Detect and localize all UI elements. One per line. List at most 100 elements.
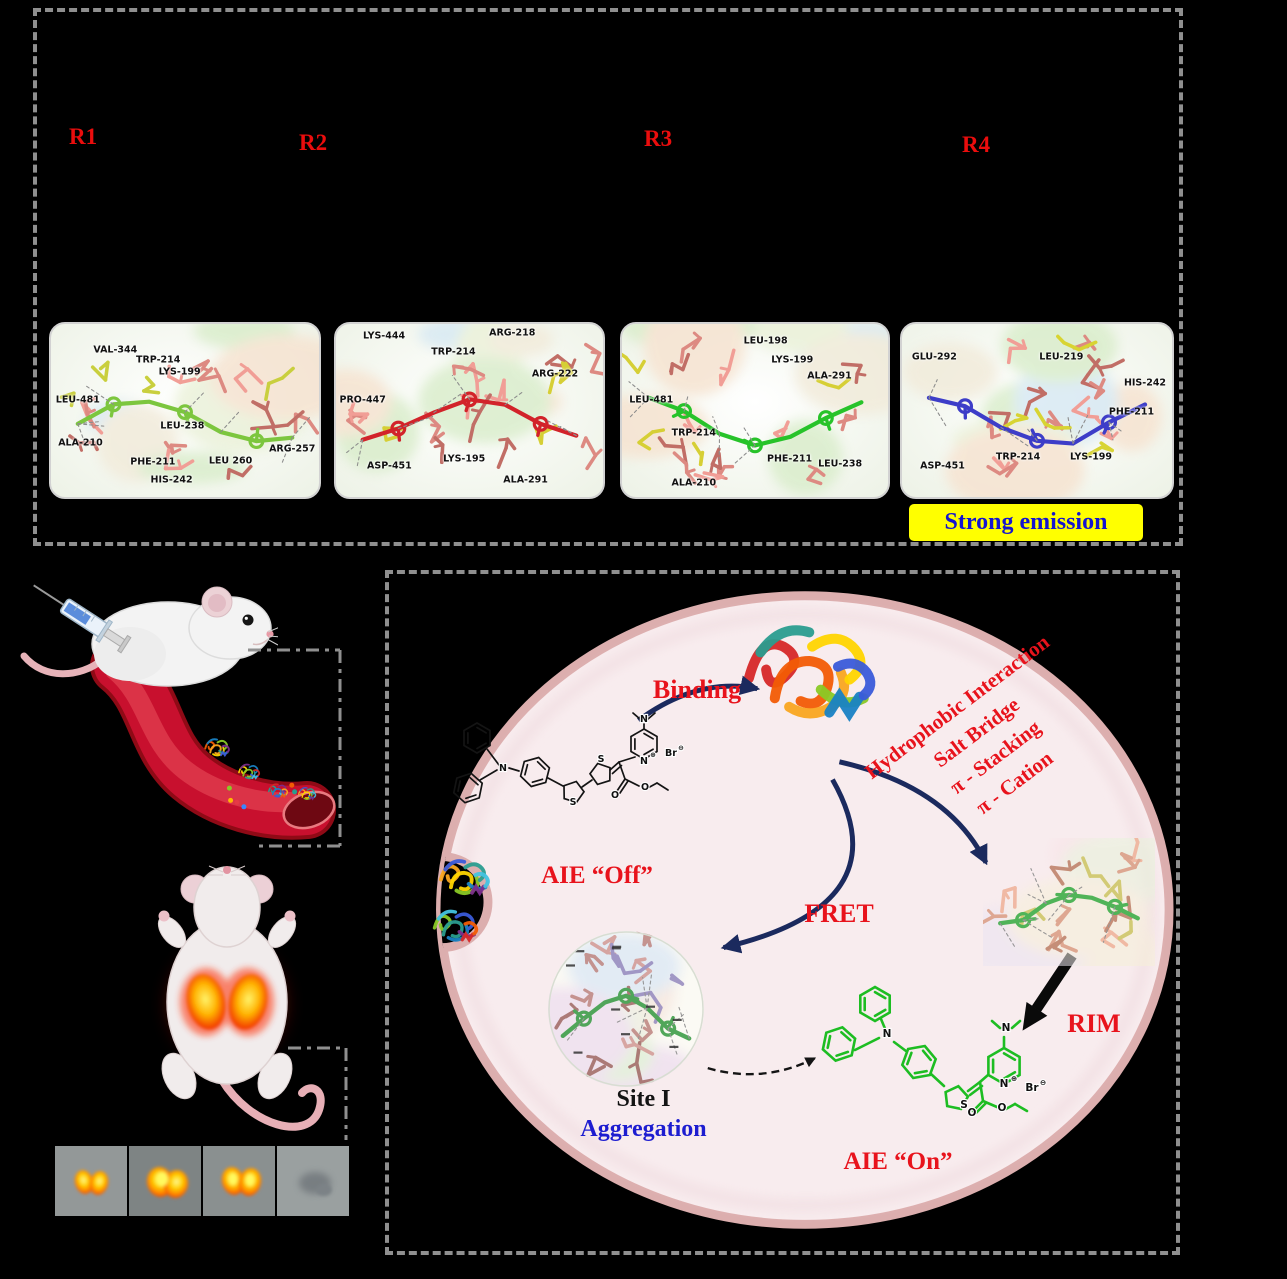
aie-on-label: AIE “On” xyxy=(843,1148,953,1175)
zoom-callout-lines xyxy=(248,648,342,848)
aggregation-label: Aggregation xyxy=(580,1116,707,1142)
residue-label: HIS-242 xyxy=(1123,377,1167,389)
svg-text:S: S xyxy=(570,797,577,808)
residue-label: ARG-257 xyxy=(269,442,316,454)
kidney-left xyxy=(186,974,226,1030)
svg-text:⊖: ⊖ xyxy=(1040,1078,1046,1087)
residue-label: LEU-238 xyxy=(818,458,863,470)
docking-render xyxy=(59,324,319,484)
residue-label: TRP-214 xyxy=(136,354,181,366)
residue-label: LYS-444 xyxy=(363,330,406,342)
probe-molecules xyxy=(204,738,317,810)
protein-ribbon-art xyxy=(432,625,876,943)
residue-label: LYS-199 xyxy=(158,366,201,378)
docking-render xyxy=(902,324,1162,497)
residue-label: TRP-214 xyxy=(671,427,716,439)
mouse-tail xyxy=(218,1076,325,1131)
r2-label: R2 xyxy=(299,130,328,155)
imaging-frame-3 xyxy=(203,1146,275,1216)
imaging-frame-4 xyxy=(277,1146,349,1216)
svg-text:⊕: ⊕ xyxy=(1011,1074,1017,1083)
mouse-nose xyxy=(223,866,231,874)
residue-label: LYS-195 xyxy=(443,453,486,465)
residue-label: ALA-210 xyxy=(671,477,717,489)
residue-label: ALA-291 xyxy=(807,370,852,382)
residue-label: TRP-214 xyxy=(431,345,476,357)
residue-label: PHE-211 xyxy=(130,456,176,468)
interaction-arrow xyxy=(838,759,989,866)
mouse-tail xyxy=(20,652,106,678)
svg-text:N: N xyxy=(640,714,648,725)
svg-text:O: O xyxy=(998,1102,1007,1114)
residue-label: PRO-447 xyxy=(339,394,386,406)
mouse-eye xyxy=(242,614,254,626)
dorsal-mouse-illustration xyxy=(157,865,325,1131)
zoom-callout-lines-2 xyxy=(288,1046,348,1140)
aggregate-inset xyxy=(983,838,1155,966)
r3-label: R3 xyxy=(644,126,673,151)
residue-label: HIS-242 xyxy=(150,473,193,485)
svg-text:O: O xyxy=(611,790,619,801)
svg-text:N: N xyxy=(883,1028,892,1040)
svg-text:O: O xyxy=(968,1107,977,1119)
svg-text:⊕: ⊕ xyxy=(650,751,656,759)
residue-label: ALA-210 xyxy=(58,437,103,449)
svg-text:Br: Br xyxy=(665,748,677,759)
docking-render xyxy=(336,324,603,473)
residue-label: LYS-199 xyxy=(771,354,814,366)
imaging-frame-2 xyxy=(129,1146,201,1216)
docking-render xyxy=(622,324,888,496)
residue-label: LEU-219 xyxy=(1039,351,1084,363)
mouse-injection-illustration xyxy=(20,584,278,687)
residue-label: LEU-481 xyxy=(55,394,100,406)
imaging-frame-1 xyxy=(55,1146,127,1216)
site-label: Site I xyxy=(616,1086,671,1112)
residue-label: LEU-198 xyxy=(743,335,788,347)
svg-text:O: O xyxy=(641,782,649,793)
aie-off-label: AIE “Off” xyxy=(541,862,653,889)
svg-text:⊖: ⊖ xyxy=(678,744,684,752)
svg-text:N: N xyxy=(499,763,507,774)
strong-emission-label: Strong emission xyxy=(909,504,1143,541)
residue-label: LEU 260 xyxy=(208,454,253,466)
residue-label: LEU-481 xyxy=(629,394,674,406)
r4-label: R4 xyxy=(962,132,991,157)
residue-label: ARG-222 xyxy=(531,368,579,380)
blood-vessel-illustration xyxy=(90,652,336,840)
residue-label: LYS-199 xyxy=(1069,451,1113,463)
kidney-imaging-strip xyxy=(55,1146,349,1216)
site1-inset xyxy=(548,931,704,1087)
binding-arrow xyxy=(637,675,761,723)
residue-label: LEU-238 xyxy=(160,420,205,432)
r1-label: R1 xyxy=(69,124,98,149)
fret-arrow xyxy=(720,778,856,954)
fret-label: FRET xyxy=(804,899,874,928)
svg-text:Br: Br xyxy=(1025,1082,1039,1094)
svg-text:N: N xyxy=(1002,1022,1011,1034)
residue-label: TRP-214 xyxy=(995,451,1041,463)
residue-label: PHE-211 xyxy=(766,453,813,465)
kidney-right xyxy=(228,974,268,1030)
svg-text:N: N xyxy=(1000,1078,1009,1090)
residue-label: GLU-292 xyxy=(911,351,957,363)
residue-label: ALA-291 xyxy=(503,473,548,485)
residue-label: ASP-451 xyxy=(367,460,412,472)
svg-text:S: S xyxy=(960,1099,968,1111)
residue-label: VAL-344 xyxy=(93,344,138,356)
mouse-head xyxy=(193,866,261,948)
residue-label: PHE-211 xyxy=(1108,406,1155,418)
rim-label: RIM xyxy=(1067,1009,1121,1038)
svg-text:N: N xyxy=(640,756,648,767)
aggregation-arrow xyxy=(707,1057,817,1076)
residue-label: ARG-218 xyxy=(489,326,536,338)
residue-label: ASP-451 xyxy=(920,460,965,472)
